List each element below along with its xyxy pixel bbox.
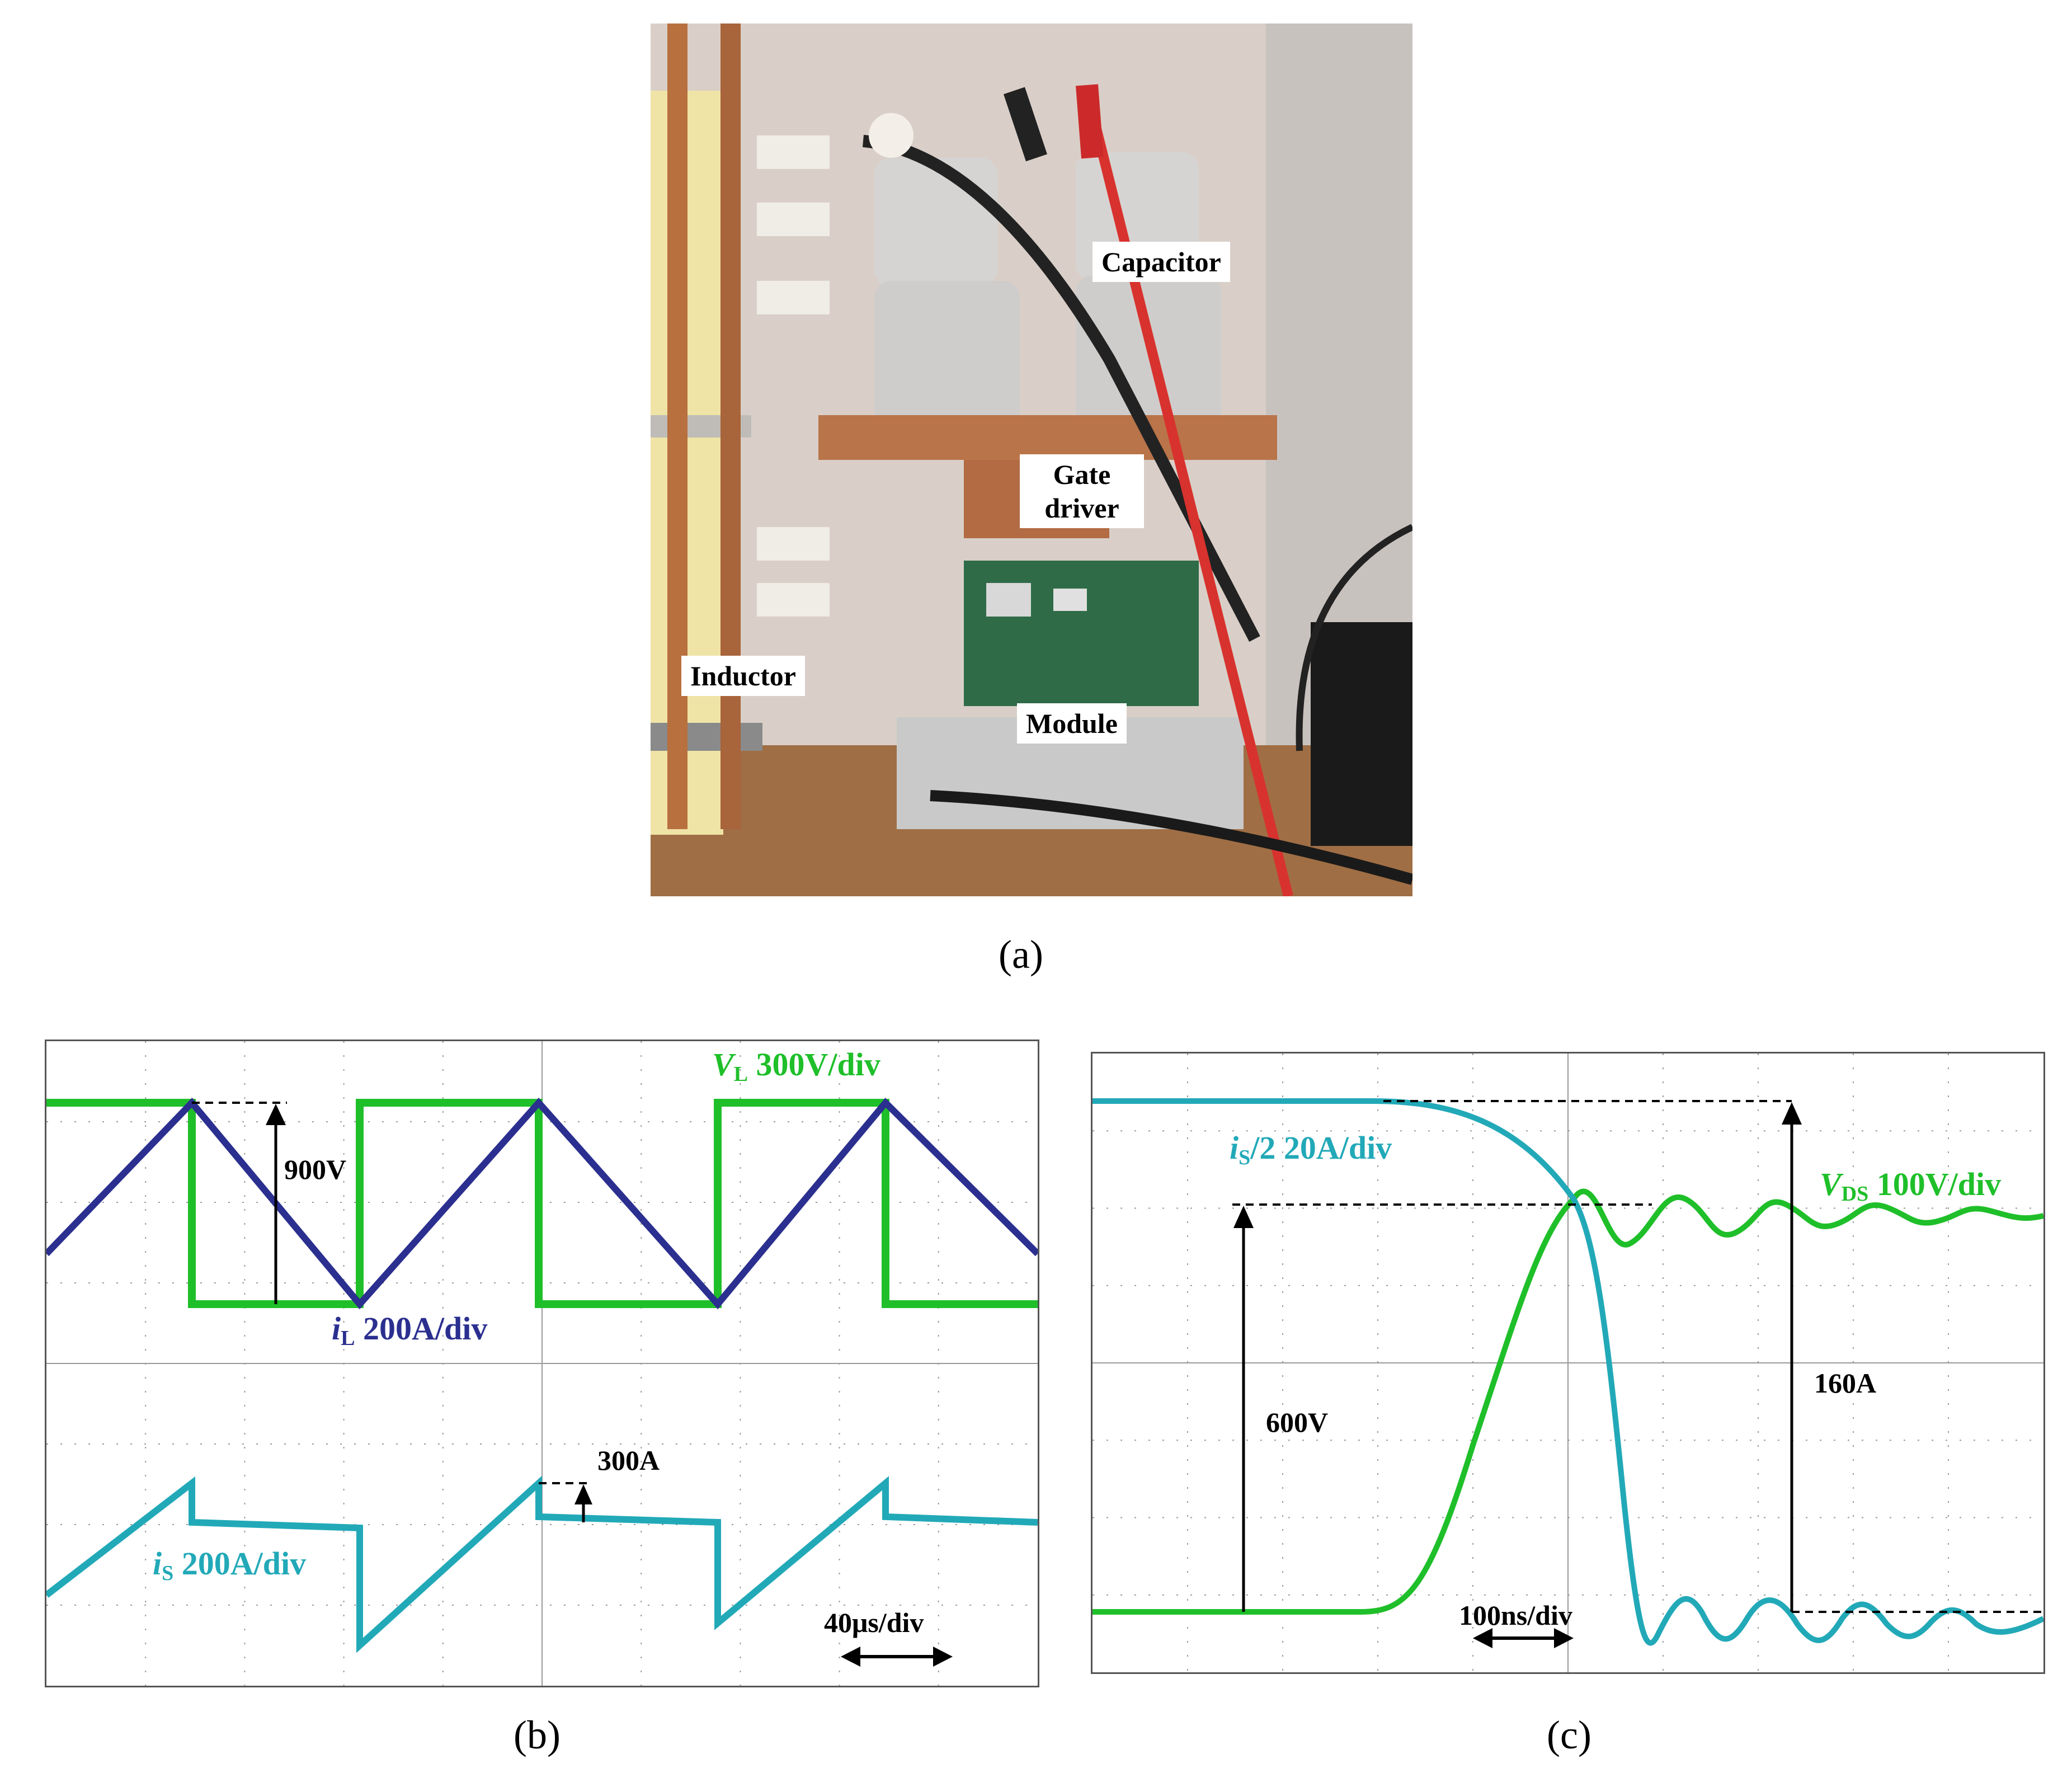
160a-annotation: 160A bbox=[1814, 1367, 1877, 1399]
capacitor-label: Capacitor bbox=[1092, 242, 1230, 282]
il-label: iL 200A/div bbox=[332, 1310, 488, 1350]
caption-a: (a) bbox=[999, 932, 1043, 977]
300a-annotation: 300A bbox=[597, 1445, 660, 1476]
gate-driver-label-line1: Gate bbox=[1053, 459, 1111, 490]
vds-trace bbox=[1092, 1188, 2043, 1615]
scope-b-plot bbox=[46, 1041, 1038, 1686]
gate-driver-label-line2: driver bbox=[1044, 492, 1119, 524]
module-label: Module bbox=[1017, 703, 1127, 744]
scope-b: VL 300V/div iL 200A/div iS 200A/div 900V… bbox=[45, 1040, 1039, 1687]
160a-arrowhead bbox=[1782, 1102, 1802, 1125]
inductor-label: Inductor bbox=[681, 656, 805, 696]
vl-trace bbox=[46, 1099, 1038, 1308]
time-scale-b: 40μs/div bbox=[824, 1607, 924, 1638]
300a-arrowhead bbox=[574, 1484, 592, 1504]
vds-label: VDS 100V/div bbox=[1820, 1166, 2002, 1206]
600v-annotation: 600V bbox=[1266, 1407, 1329, 1438]
vl-label: VL 300V/div bbox=[712, 1046, 880, 1086]
hardware-photo: Capacitor Gate driver Inductor Module bbox=[651, 23, 1412, 896]
time-scale-c: 100ns/div bbox=[1459, 1600, 1572, 1631]
gate-driver-label: Gate driver bbox=[1020, 454, 1144, 528]
600v-arrowhead bbox=[1233, 1206, 1254, 1228]
is-trace-c bbox=[1092, 1098, 2043, 1646]
is-label-c: iS/2 20A/div bbox=[1230, 1130, 1392, 1169]
scope-c-plot bbox=[1092, 1054, 2043, 1672]
caption-c: (c) bbox=[1547, 1713, 1591, 1757]
caption-b: (b) bbox=[514, 1713, 561, 1757]
is-label-b: iS 200A/div bbox=[153, 1545, 307, 1585]
scope-c: iS/2 20A/div VDS 100V/div 600V 160A 100n… bbox=[1091, 1052, 2045, 1674]
is-trace bbox=[46, 1475, 1038, 1653]
900v-annotation: 900V bbox=[284, 1154, 347, 1185]
900v-arrowhead bbox=[266, 1104, 286, 1125]
